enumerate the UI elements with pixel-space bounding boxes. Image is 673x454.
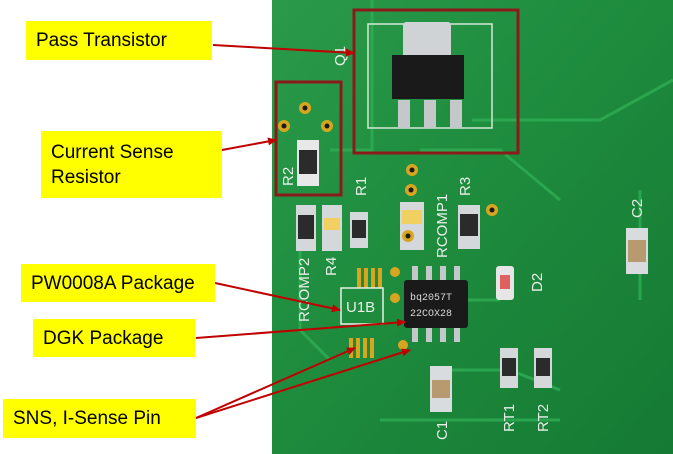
arrow-sns-2 [195, 348, 411, 419]
c2-capacitor [626, 228, 648, 274]
callout-current-sense-line1: Current Sense [51, 141, 174, 163]
callout-dgk-package: DGK Package [33, 319, 195, 357]
rcomp1-r3 [400, 164, 498, 250]
silk-r3: R3 [457, 177, 474, 196]
silk-c1: C1 [434, 421, 451, 440]
silk-r2: R2 [280, 167, 297, 186]
c1-capacitor [430, 366, 452, 412]
silk-rcomp2: RCOMP2 [296, 258, 313, 322]
u1b-silk-box [340, 287, 384, 325]
callout-pass-transistor-text: Pass Transistor [36, 30, 167, 51]
callout-pass-transistor: Pass Transistor [26, 21, 212, 60]
arrow-pw0008a [214, 282, 341, 313]
r1-resistor [296, 205, 342, 251]
q1-transistor [367, 22, 493, 129]
silk-d2: D2 [529, 273, 546, 292]
arrow-sns-1 [195, 347, 356, 419]
arrow-dgk [195, 318, 406, 339]
arrow-sense-resistor [221, 137, 277, 151]
callout-pw0008a-text: PW0008A Package [31, 272, 195, 294]
silk-rcomp1: RCOMP1 [434, 194, 451, 258]
silk-rt2: RT2 [535, 404, 552, 432]
chip-marking-line2: 22COX28 [410, 309, 452, 320]
callout-current-sense-resistor: Current Sense Resistor [41, 131, 222, 198]
dgk-chip: bq2057T 22COX28 [404, 266, 468, 342]
silk-u1b: U1B [346, 299, 375, 316]
callout-current-sense-line2: Resistor [51, 166, 121, 188]
r2-resistor [278, 102, 333, 186]
silk-rt1: RT1 [501, 404, 518, 432]
silk-c2: C2 [629, 199, 646, 218]
callout-arrows [195, 44, 411, 419]
callout-sns-pin: SNS, I-Sense Pin [3, 399, 196, 438]
arrow-pass-transistor [212, 44, 355, 57]
chip-marking-line1: bq2057T [410, 292, 452, 304]
callout-sns-text: SNS, I-Sense Pin [13, 408, 161, 429]
silk-r4: R4 [323, 257, 340, 276]
r4-resistor [350, 212, 368, 248]
callout-dgk-text: DGK Package [43, 327, 164, 349]
silk-q1: Q1 [332, 46, 349, 66]
rt1-rt2 [500, 348, 552, 388]
d2-led [496, 266, 514, 300]
pass-transistor-highlight [352, 8, 520, 155]
silk-r1: R1 [353, 177, 370, 196]
callout-pw0008a-package: PW0008A Package [21, 264, 215, 302]
